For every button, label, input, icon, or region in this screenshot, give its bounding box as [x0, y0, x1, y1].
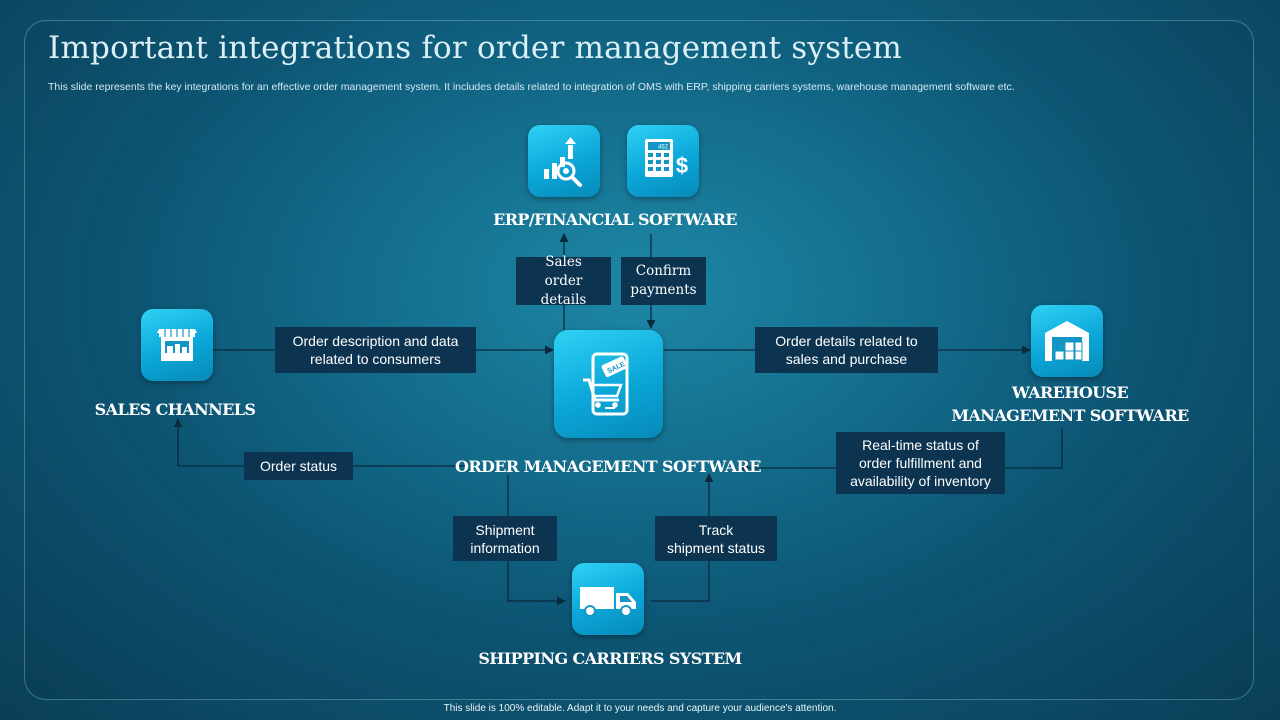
flow-order-details: Order details related to sales and purch…: [755, 327, 938, 373]
flow-order-description-text: Order description and data related to co…: [292, 333, 459, 367]
flow-order-details-text: Order details related to sales and purch…: [775, 333, 918, 367]
calculator-dollar-icon: 452 $: [627, 125, 699, 197]
flow-confirm-payments: Confirm payments: [621, 257, 706, 305]
flow-order-status-text: Order status: [259, 458, 338, 474]
flow-shipment-information: Shipment information: [453, 516, 557, 561]
order-management-software-label: ORDER MANAGEMENT SOFTWARE: [455, 457, 761, 476]
warehouse-label-line-2: MANAGEMENT SOFTWARE: [951, 406, 1189, 425]
shipping-carriers-system-label: SHIPPING CARRIERS SYSTEM: [478, 649, 742, 668]
warehouse-label-line-1: WAREHOUSE: [1011, 383, 1129, 402]
flow-sales-order-details-text: Sales order details: [540, 253, 587, 308]
footer-note: This slide is 100% editable. Adapt it to…: [443, 703, 837, 714]
calculator-display: 452: [658, 145, 669, 151]
flow-order-description: Order description and data related to co…: [275, 327, 476, 373]
mobile-cart-sale-icon: SALE: [554, 330, 663, 438]
page-title: Important integrations for order managem…: [48, 30, 902, 66]
dollar-sign-glyph: $: [676, 153, 688, 178]
flow-shipment-information-text: Shipment information: [470, 521, 540, 556]
warehouse-icon: [1031, 305, 1103, 377]
flow-realtime-status: Real-time status of order fulfillment an…: [836, 432, 1005, 494]
page-subtitle: This slide represents the key integratio…: [48, 81, 1015, 93]
storefront-icon: [141, 309, 213, 381]
warehouse-management-software-label: WAREHOUSE MANAGEMENT SOFTWARE: [940, 381, 1200, 427]
chart-analysis-icon: [528, 125, 600, 197]
flow-track-shipment: Track shipment status: [655, 516, 777, 561]
erp-financial-software-label: ERP/FINANCIAL SOFTWARE: [493, 210, 737, 229]
sales-channels-label: SALES CHANNELS: [94, 400, 256, 419]
flow-sales-order-details: Sales order details: [516, 254, 611, 308]
flow-confirm-payments-text: Confirm payments: [630, 263, 697, 298]
delivery-truck-icon: [572, 563, 644, 635]
flow-realtime-status-text: Real-time status of order fulfillment an…: [850, 437, 991, 489]
flow-track-shipment-text: Track shipment status: [666, 521, 766, 556]
flow-order-status: Order status: [244, 452, 353, 480]
connector-oms-to-sales: [173, 418, 466, 467]
